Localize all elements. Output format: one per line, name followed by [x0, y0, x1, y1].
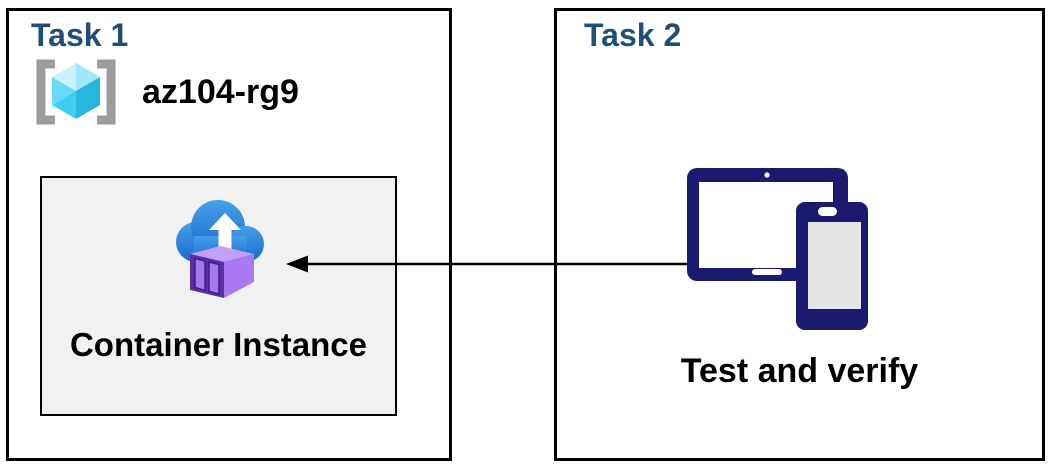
container-instance-icon	[176, 200, 264, 298]
task2-box: Task 2 Test and verify	[554, 8, 1045, 461]
resource-group-icon	[36, 59, 116, 125]
phone-shape	[796, 202, 868, 330]
resource-group: az104-rg9	[30, 59, 299, 125]
task1-title: Task 1	[31, 17, 129, 53]
container-instance-label: Container Instance	[69, 326, 368, 363]
tablet-and-phone-icon	[687, 168, 868, 330]
resource-group-name: az104-rg9	[142, 72, 299, 111]
task1-box: Task 1 az104-rg9	[6, 8, 452, 461]
container-instance-panel: Container Instance	[40, 176, 397, 416]
task2-title: Task 2	[584, 17, 682, 53]
test-and-verify-label: Test and verify	[680, 352, 919, 390]
container-box	[190, 246, 254, 298]
upload-arrow	[209, 213, 241, 255]
